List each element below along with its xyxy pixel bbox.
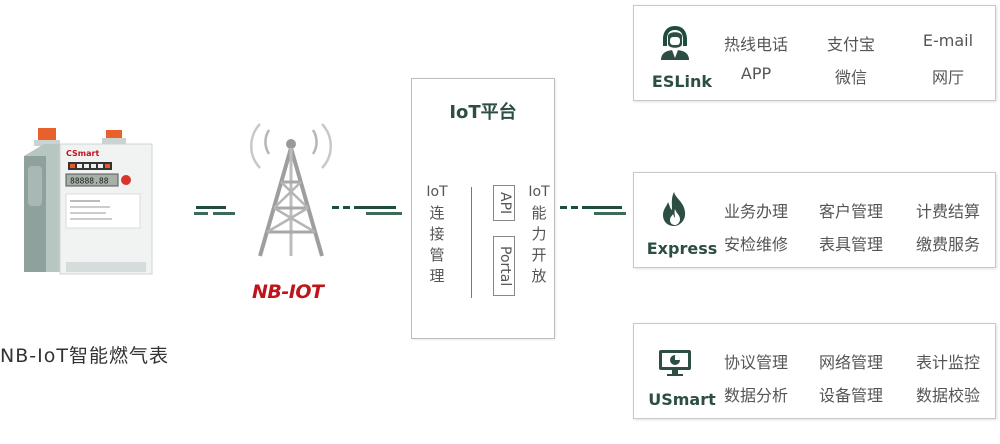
panel-name: USmart: [648, 390, 716, 409]
service-item: 支付宝: [826, 35, 875, 54]
connector-dash: [571, 206, 578, 209]
connector-dash: [594, 212, 626, 215]
connector-dash: [366, 212, 402, 215]
iot-platform-box: IoT平台 IoT 连 接 管 理 API Portal IoT 能 力 开 放: [411, 78, 555, 339]
service-item: 热线电话: [723, 35, 788, 54]
connector-dash: [343, 206, 350, 209]
service-item: 客户管理: [818, 202, 883, 221]
platform-title: IoT平台: [449, 102, 517, 123]
service-item: 设备管理: [818, 386, 883, 405]
connector-dash: [194, 212, 208, 215]
express-panel: Express 业务办理 客户管理 计费结算 安检维修 表具管理 缴费服务: [633, 172, 996, 268]
service-item: E-mail: [922, 31, 974, 50]
service-item: 缴费服务: [915, 235, 980, 254]
monitor-chart-icon: [659, 350, 691, 376]
service-item: 网络管理: [818, 353, 883, 372]
usmart-panel: USmart 协议管理 网络管理 表计监控 数据分析 设备管理 数据校验: [633, 323, 996, 419]
service-item: 协议管理: [723, 353, 788, 372]
connection-management-label: IoT 连 接 管 理: [426, 184, 448, 285]
cell-tower-icon: [250, 123, 332, 257]
panel-name: ESLink: [651, 72, 713, 91]
nb-iot-logo: NB-IOT: [252, 281, 324, 303]
flame-icon: [663, 192, 686, 226]
service-item: 微信: [834, 68, 867, 87]
panel-name: Express: [646, 239, 718, 258]
eslink-panel: ESLink 热线电话 支付宝 E-mail APP 微信 网厅: [633, 5, 996, 101]
connector-dash: [354, 206, 396, 209]
service-item: 表具管理: [818, 235, 883, 254]
service-item: 网厅: [931, 68, 964, 87]
connector-dash: [582, 206, 622, 209]
connector-dash: [196, 206, 226, 209]
connector-dash: [560, 206, 567, 209]
service-item: APP: [740, 64, 772, 83]
customer-service-icon: [661, 26, 689, 60]
platform-divider: [471, 187, 472, 298]
portal-label: Portal: [493, 236, 515, 296]
capability-opening-label: IoT 能 力 开 放: [528, 184, 550, 285]
service-item: 业务办理: [723, 202, 788, 221]
service-item: 数据分析: [723, 386, 788, 405]
connector-dash: [213, 212, 235, 215]
service-item: 表计监控: [915, 353, 980, 372]
gas-meter-image: CSmart 88888.88: [24, 128, 153, 275]
gas-meter-label: NB-IoT智能燃气表: [0, 345, 169, 367]
api-label: API: [493, 185, 515, 221]
meter-brand-text: CSmart: [66, 149, 99, 158]
service-item: 安检维修: [723, 235, 788, 254]
meter-display-text: 88888.88: [70, 177, 109, 186]
connector-dash: [332, 206, 339, 209]
service-item: 计费结算: [915, 202, 980, 221]
service-item: 数据校验: [915, 386, 980, 405]
